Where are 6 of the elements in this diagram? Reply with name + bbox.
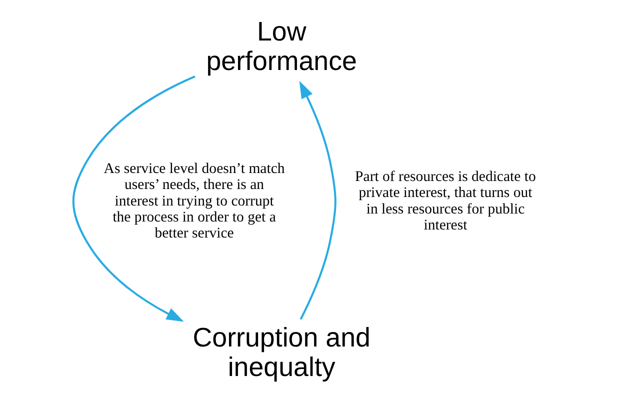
edge-label: Part of resources is dedicate to private interest, that turns out in less resources for public interest <box>355 169 536 234</box>
arrow <box>72 76 196 322</box>
node-text: Low performance <box>206 16 358 76</box>
edge-label: As service level doesn’t match users’ needs, there is an interest in trying to corrupt the process in order to get a better service <box>104 161 285 242</box>
node-text: Corruption and inequalty <box>192 322 370 382</box>
arrow <box>299 80 336 320</box>
